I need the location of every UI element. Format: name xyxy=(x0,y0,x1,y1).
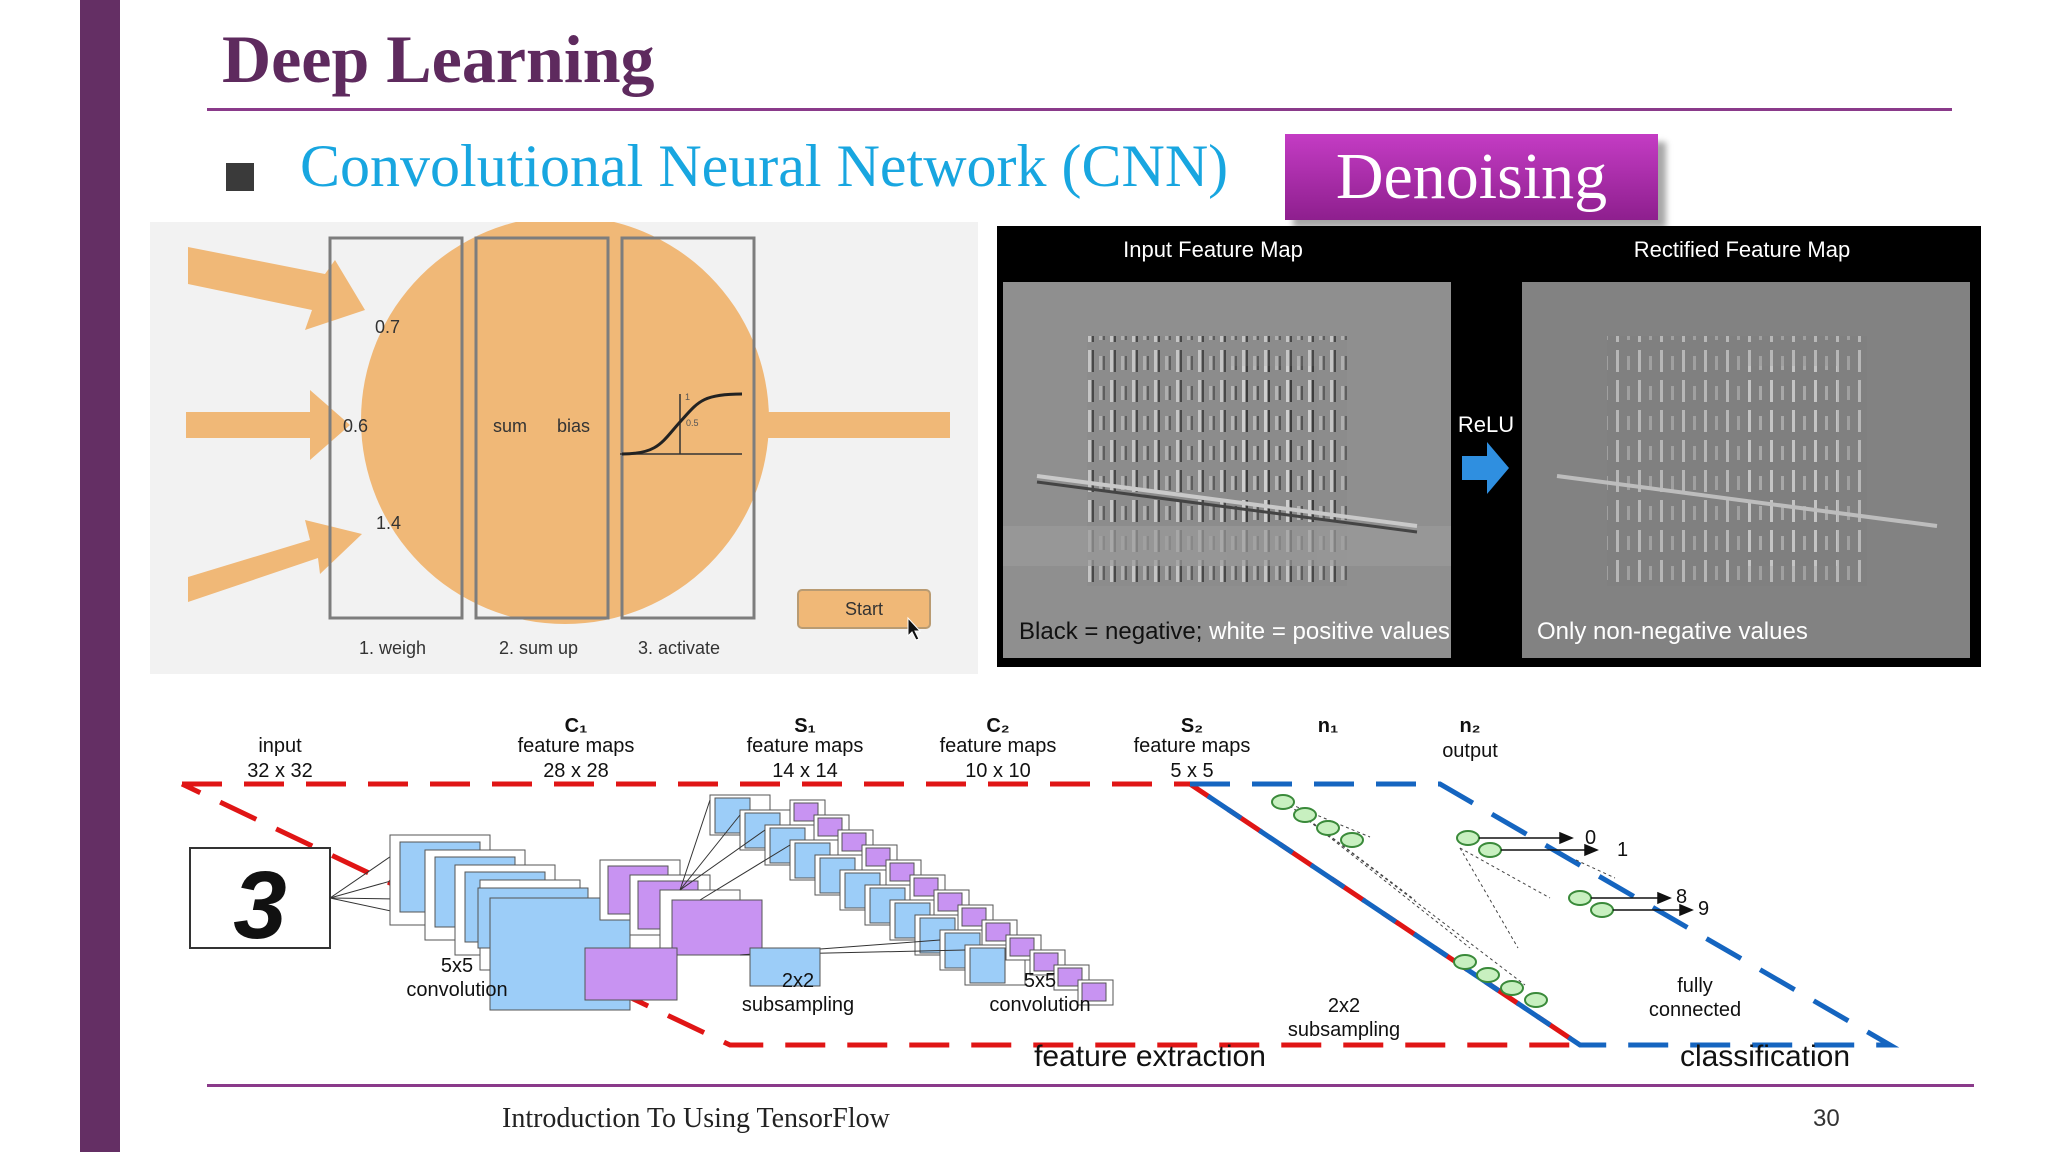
layer-c2-line1: feature maps xyxy=(940,735,1057,757)
op-sub1-line1: 2x2 xyxy=(782,970,814,992)
footer-divider xyxy=(207,1084,1974,1087)
output-caption: Only non-negative values xyxy=(1537,618,1808,645)
layer-c1-line1: feature maps xyxy=(518,735,635,757)
layer-c2-line2: 10 x 10 xyxy=(965,760,1031,782)
step-label-weigh: 1. weigh xyxy=(359,638,426,658)
op-conv1-line1: 5x5 xyxy=(441,955,473,977)
op-sub1-line2: subsampling xyxy=(742,994,854,1016)
n1-nodes xyxy=(1271,794,1548,1008)
output-0: 0 xyxy=(1585,827,1596,849)
input-arrow-bottom-icon xyxy=(188,520,362,602)
bias-label: bias xyxy=(557,416,590,436)
input-arrow-top-icon xyxy=(188,247,365,330)
step-frame-sum xyxy=(474,236,610,620)
slide-title: Deep Learning xyxy=(222,21,655,97)
layer-n2-line1: output xyxy=(1442,740,1498,762)
curve-tick-05: 0.5 xyxy=(686,418,699,428)
left-accent-bar xyxy=(80,0,120,1152)
relu-arrow-icon xyxy=(1462,442,1509,494)
step-label-sum: 2. sum up xyxy=(499,638,578,658)
output-8: 8 xyxy=(1676,886,1687,908)
neuron-diagram: 1 0.5 0.7 0.6 1.4 sum bias 1. weigh 2. s… xyxy=(150,216,978,674)
output-arrow xyxy=(750,412,950,438)
input-caption-white: white = positive values xyxy=(1202,618,1449,645)
layer-input-line2: 32 x 32 xyxy=(247,760,313,782)
op-fc-line1: fully xyxy=(1677,975,1713,997)
layer-c1-line2: 28 x 28 xyxy=(543,760,609,782)
curve-tick-1: 1 xyxy=(685,392,690,402)
layer-s1-name: S₁ xyxy=(794,715,816,737)
op-sub2-line2: subsampling xyxy=(1288,1019,1400,1041)
input-digit-box xyxy=(189,847,331,949)
input-caption: Black = negative; white = positive value… xyxy=(1019,618,1450,645)
step-frame-activate xyxy=(620,236,756,620)
op-conv1-line2: convolution xyxy=(406,979,507,1001)
layer-c2-name: C₂ xyxy=(986,715,1009,737)
c2-map-front xyxy=(584,947,678,1001)
step-label-activate: 3. activate xyxy=(638,638,720,658)
op-sub2-line1: 2x2 xyxy=(1328,995,1360,1017)
op-conv2-line1: 5x5 xyxy=(1024,970,1056,992)
output-1: 1 xyxy=(1617,839,1628,861)
footer-text: Introduction To Using TensorFlow xyxy=(502,1103,890,1134)
rectified-map-title: Rectified Feature Map xyxy=(1634,237,1850,262)
page-number: 30 xyxy=(1813,1105,1840,1132)
title-divider xyxy=(207,108,1952,111)
op-conv2-line2: convolution xyxy=(989,994,1090,1016)
relu-label: ReLU xyxy=(1458,412,1514,437)
layer-s2-name: S₂ xyxy=(1181,715,1203,737)
section-classification: classification xyxy=(1680,1040,1850,1073)
input-map-title: Input Feature Map xyxy=(1123,237,1303,262)
start-button-label: Start xyxy=(845,599,883,619)
layer-n1-name: n₁ xyxy=(1318,715,1339,737)
sum-label: sum xyxy=(493,416,527,436)
layer-s2-line1: feature maps xyxy=(1134,735,1251,757)
lenet-architecture-diagram: input 32 x 32 C₁ feature maps 28 x 28 S₁… xyxy=(180,700,1940,1080)
input-arrow-mid-icon xyxy=(186,390,350,460)
start-button[interactable]: Start xyxy=(797,589,931,629)
denoising-badge: Denoising xyxy=(1285,134,1658,220)
rectified-feature-map-image xyxy=(1522,282,1970,658)
section-feature-extraction: feature extraction xyxy=(1034,1040,1266,1073)
step-frame-weigh xyxy=(328,236,464,620)
weight-mid: 0.6 xyxy=(343,416,368,436)
relu-feature-map-panel: Input Feature Map Rectified Feature Map … xyxy=(997,226,1981,667)
mouse-cursor-icon xyxy=(907,616,922,641)
layer-c1-name: C₁ xyxy=(565,715,588,737)
bullet-square-icon xyxy=(226,163,254,191)
s1-feature-maps xyxy=(599,859,763,956)
weight-top: 0.7 xyxy=(375,317,400,337)
slide-subtitle: Convolutional Neural Network (CNN) xyxy=(300,133,1229,199)
weight-bottom: 1.4 xyxy=(376,513,401,533)
layer-s2-line2: 5 x 5 xyxy=(1170,760,1213,782)
input-caption-black: Black = negative; xyxy=(1019,618,1202,645)
layer-input-line1: input xyxy=(258,735,302,757)
classification-region xyxy=(1188,781,1900,1048)
output-9: 9 xyxy=(1698,898,1709,920)
s2-feature-maps xyxy=(789,799,1114,1006)
sigmoid-curve xyxy=(621,392,743,456)
c2-map-bottom xyxy=(749,947,821,987)
op-fc-line2: connected xyxy=(1649,999,1741,1021)
layer-s1-line1: feature maps xyxy=(747,735,864,757)
layer-n2-name: n₂ xyxy=(1459,715,1480,737)
input-digit: 3 xyxy=(233,852,286,959)
layer-s1-line2: 14 x 14 xyxy=(772,760,838,782)
input-feature-map-image xyxy=(1003,282,1451,658)
